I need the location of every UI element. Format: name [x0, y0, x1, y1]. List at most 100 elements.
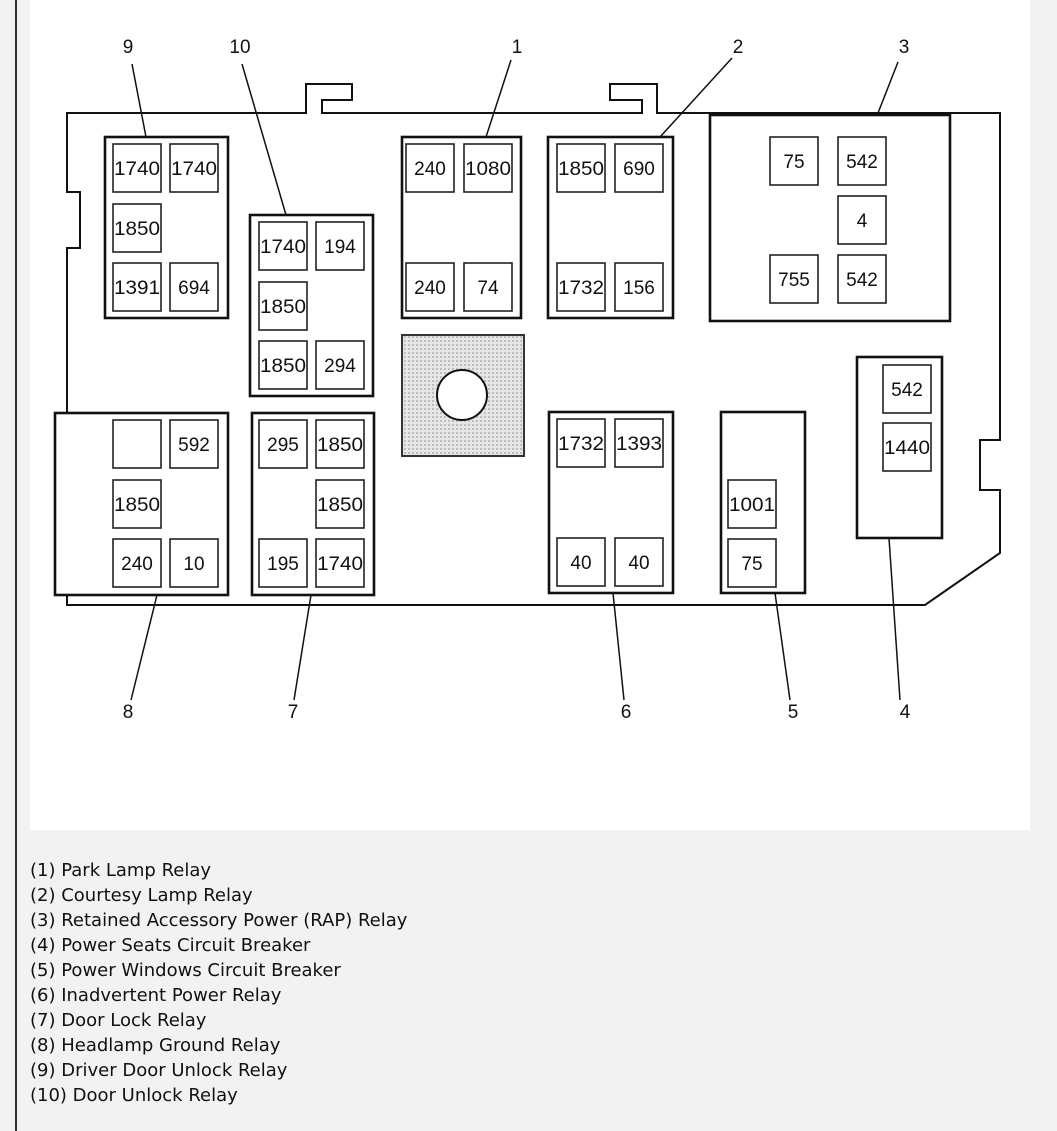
leader-line-9 — [131, 63, 147, 138]
terminal-cell — [463, 143, 513, 193]
terminal-cell — [614, 143, 664, 193]
circuit-number: 1732 — [558, 434, 604, 455]
legend-item: (4) Power Seats Circuit Breaker — [30, 935, 311, 956]
terminal-cell — [112, 262, 162, 312]
callout-number-9: 9 — [123, 37, 134, 58]
circuit-number: 1080 — [465, 159, 511, 180]
circuit-number: 755 — [778, 270, 810, 291]
circuit-number: 75 — [783, 152, 804, 173]
circuit-number: 194 — [324, 237, 356, 258]
legend-item: (6) Inadvertent Power Relay — [30, 985, 282, 1006]
legend-item: (7) Door Lock Relay — [30, 1010, 207, 1031]
terminal-cell — [112, 143, 162, 193]
terminal-cell — [112, 419, 162, 469]
terminal-cell — [315, 538, 365, 588]
circuit-number: 156 — [623, 278, 655, 299]
circuit-number: 690 — [623, 159, 655, 180]
terminal-cell — [315, 479, 365, 529]
circuit-number: 240 — [414, 278, 446, 299]
terminal-cell — [169, 143, 219, 193]
terminal-cell — [614, 418, 664, 468]
circuit-number: 1740 — [260, 237, 306, 258]
circuit-number: 1393 — [616, 434, 662, 455]
terminal-cell — [614, 262, 664, 312]
mounting-stud — [401, 334, 525, 457]
circuit-number: 1850 — [558, 159, 604, 180]
legend-item: (3) Retained Accessory Power (RAP) Relay — [30, 910, 408, 931]
legend-item: (2) Courtesy Lamp Relay — [30, 885, 253, 906]
terminal-cell — [169, 538, 219, 588]
circuit-number: 40 — [628, 553, 649, 574]
circuit-number: 542 — [891, 380, 923, 401]
leader-line-8 — [130, 594, 158, 701]
legend-item: (9) Driver Door Unlock Relay — [30, 1060, 288, 1081]
circuit-number: 195 — [267, 554, 299, 575]
leader-line-6 — [612, 592, 625, 701]
terminal-cell — [258, 340, 308, 390]
left-border-rule — [15, 0, 17, 1131]
callout-number-4: 4 — [900, 702, 911, 723]
terminal-cell — [112, 538, 162, 588]
callout-number-2: 2 — [733, 37, 744, 58]
terminal-cell — [614, 537, 664, 587]
terminal-cell — [727, 538, 777, 588]
legend-item: (1) Park Lamp Relay — [30, 860, 212, 881]
terminal-cell — [882, 364, 932, 414]
housing-outline — [66, 83, 1001, 606]
terminal-cell — [882, 422, 932, 472]
circuit-number: 542 — [846, 270, 878, 291]
leader-line-7 — [293, 594, 312, 701]
terminal-cell — [837, 136, 887, 186]
terminal-cell — [556, 537, 606, 587]
circuit-number: 240 — [414, 159, 446, 180]
circuit-number: 1850 — [317, 435, 363, 456]
circuit-number: 694 — [178, 278, 210, 299]
leader-line-5 — [774, 592, 791, 701]
circuit-number: 10 — [183, 554, 204, 575]
callout-number-6: 6 — [621, 702, 632, 723]
circuit-number: 1740 — [171, 159, 217, 180]
terminal-cell — [556, 262, 606, 312]
circuit-number: 592 — [178, 435, 210, 456]
legend-item: (10) Door Unlock Relay — [30, 1085, 238, 1106]
callout-number-1: 1 — [512, 37, 523, 58]
circuit-number: 1850 — [317, 495, 363, 516]
terminal-cell — [556, 143, 606, 193]
circuit-number: 1391 — [114, 278, 160, 299]
callout-number-7: 7 — [288, 702, 299, 723]
circuit-number: 240 — [121, 554, 153, 575]
leader-line-3 — [877, 61, 899, 114]
terminal-cell — [112, 203, 162, 253]
terminal-cell — [258, 538, 308, 588]
legend-item: (5) Power Windows Circuit Breaker — [30, 960, 341, 981]
terminal-cell — [258, 419, 308, 469]
circuit-number: 1440 — [884, 438, 930, 459]
circuit-number: 1740 — [317, 554, 363, 575]
circuit-number: 75 — [741, 554, 762, 575]
terminal-cell — [556, 418, 606, 468]
circuit-number: 1740 — [114, 159, 160, 180]
terminal-cell — [169, 419, 219, 469]
relay-4[interactable]: 542 1440 — [855, 355, 944, 540]
circuit-number: 295 — [267, 435, 299, 456]
callout-number-5: 5 — [788, 702, 799, 723]
relay-7[interactable]: 295 1850 1850 195 1740 — [250, 411, 376, 597]
relay-3-outline — [708, 113, 952, 323]
terminal-cell — [169, 262, 219, 312]
terminal-cell — [837, 195, 887, 245]
legend: (1) Park Lamp Relay (2) Courtesy Lamp Rel… — [30, 858, 407, 1108]
circuit-number: 1850 — [260, 297, 306, 318]
terminal-cell — [258, 221, 308, 271]
terminal-cell — [769, 254, 819, 304]
callout-number-10: 10 — [229, 37, 250, 58]
terminal-cell — [837, 254, 887, 304]
terminal-cell — [727, 479, 777, 529]
